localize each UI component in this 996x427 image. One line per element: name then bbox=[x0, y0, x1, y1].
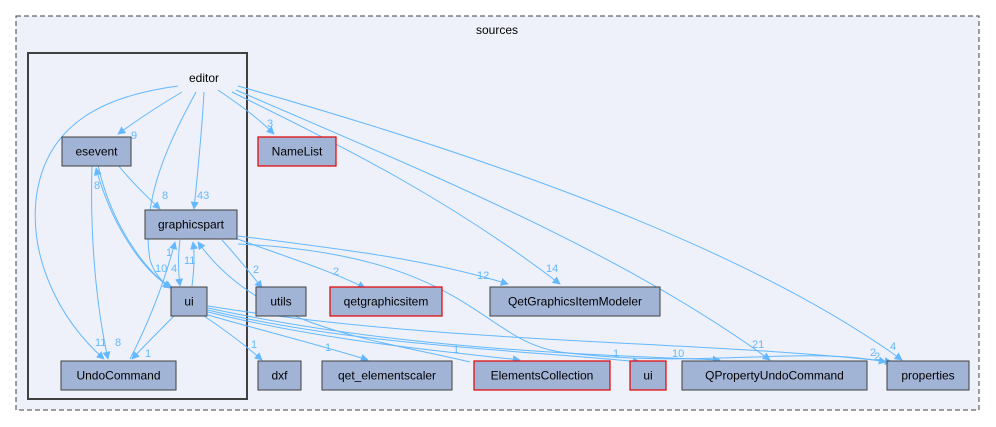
node-dxf-label: dxf bbox=[271, 369, 288, 383]
node-qetgraphicsitem-label: qetgraphicsitem bbox=[344, 295, 429, 309]
edge-graphicspart-ui bbox=[175, 239, 184, 287]
node-qet-elementscaler-label: qet_elementscaler bbox=[338, 369, 436, 383]
node-qetgraphicsitem[interactable]: qetgraphicsitem bbox=[329, 286, 443, 317]
node-dxf[interactable]: dxf bbox=[257, 360, 302, 391]
edge-gp-utils bbox=[221, 239, 263, 289]
edge-ui-undo bbox=[131, 314, 176, 360]
node-graphicspart-label: graphicspart bbox=[158, 218, 225, 232]
edge-undo-graphicspart bbox=[129, 241, 178, 360]
edge-label-editor-ui: 10 bbox=[155, 263, 167, 275]
node-ui-sources[interactable]: ui bbox=[629, 360, 667, 391]
edge-label-graphicspart-ui-b: 4 bbox=[171, 263, 177, 275]
edge-ui-properties bbox=[207, 305, 893, 366]
node-esevent[interactable]: esevent bbox=[61, 136, 132, 167]
edge-ui-qpuc bbox=[207, 307, 721, 364]
edge-ui-uiouter bbox=[207, 309, 641, 366]
node-namelist[interactable]: NameList bbox=[257, 136, 337, 167]
node-undocommand-label: UndoCommand bbox=[76, 369, 160, 383]
edge-label-gp-properties: 2 bbox=[874, 351, 880, 363]
node-elementscollection-label: ElementsCollection bbox=[491, 369, 594, 383]
edge-label-ui-graphicspart: 11 bbox=[184, 255, 195, 267]
edge-label-editor-graphicspart: 43 bbox=[197, 190, 209, 202]
edge-label-editor-undo: 11 bbox=[95, 337, 106, 349]
edges bbox=[34, 85, 903, 366]
node-qetgraphicsitemmodeler-label: QetGraphicsItemModeler bbox=[508, 295, 642, 309]
node-elementscollection[interactable]: ElementsCollection bbox=[473, 360, 611, 391]
edge-label-editor-qpuc: 21 bbox=[752, 339, 764, 351]
node-qpropertyundocommand[interactable]: QPropertyUndoCommand bbox=[681, 360, 868, 391]
edge-label-ui-undo: 1 bbox=[145, 348, 151, 360]
node-qpropertyundocommand-label: QPropertyUndoCommand bbox=[705, 369, 844, 383]
edge-editor-qgim bbox=[231, 91, 561, 285]
edge-editor-properties bbox=[237, 85, 903, 361]
cluster-sources-label[interactable]: sources bbox=[476, 23, 518, 37]
node-ui-sources-label: ui bbox=[643, 369, 652, 383]
node-utils-label: utils bbox=[270, 295, 291, 309]
node-properties-label: properties bbox=[901, 369, 954, 383]
node-qet-elementscaler[interactable]: qet_elementscaler bbox=[321, 360, 453, 391]
edge-label-editor-esevent: 9 bbox=[131, 130, 137, 142]
edge-label-gp-qgim: 12 bbox=[477, 270, 489, 282]
node-qetgraphicsitemmodeler[interactable]: QetGraphicsItemModeler bbox=[489, 286, 661, 317]
edge-gp-qetgi bbox=[234, 237, 366, 289]
edge-editor-graphicspart bbox=[190, 91, 205, 210]
node-utils[interactable]: utils bbox=[255, 286, 307, 317]
edge-label-ui-esevent: 8 bbox=[94, 180, 100, 192]
edge-label-graphicspart-ui-a: 1 bbox=[166, 247, 172, 259]
edge-label-editor-qgim: 14 bbox=[546, 263, 558, 275]
edge-gp-properties bbox=[237, 243, 887, 365]
edge-label-gp-utils: 2 bbox=[253, 264, 259, 276]
node-esevent-label: esevent bbox=[75, 145, 118, 159]
edge-ui-dxf bbox=[203, 315, 263, 361]
edge-label-ui-uiouter: 1 bbox=[613, 348, 619, 360]
edge-esevent-undo bbox=[91, 164, 111, 360]
edge-gp-qgim bbox=[237, 235, 509, 286]
edge-esevent-ui bbox=[97, 164, 171, 289]
edge-label-esevent-graphicspart: 8 bbox=[162, 190, 168, 202]
edge-ui-graphicspart bbox=[190, 241, 199, 287]
edge-label-editor-namelist: 3 bbox=[267, 118, 273, 130]
edge-label-gp-qetgi: 2 bbox=[333, 266, 339, 278]
node-undocommand[interactable]: UndoCommand bbox=[60, 360, 177, 391]
edge-esevent-graphicspart bbox=[117, 164, 161, 210]
edge-ui-elemcoll bbox=[207, 311, 521, 364]
edge-label-editor-properties: 4 bbox=[890, 341, 896, 353]
edge-editor-undo bbox=[34, 85, 179, 360]
cluster-editor-label[interactable]: editor bbox=[189, 71, 219, 85]
edge-label-ui-properties: 2 bbox=[870, 347, 876, 359]
edge-elemcoll-gp bbox=[197, 241, 471, 363]
edge-ui-qes bbox=[207, 314, 369, 362]
edge-editor-esevent bbox=[117, 91, 183, 135]
node-ui-editor-label: ui bbox=[184, 295, 193, 309]
edge-labels: 9 3 43 8 8 8 10 11 1 4 14 12 2 2 11 1 1 … bbox=[94, 118, 896, 363]
edge-label-ui-qpuc: 10 bbox=[672, 348, 684, 360]
edge-label-ui-qes: 1 bbox=[325, 342, 331, 354]
edge-label-ui-elemcoll: 1 bbox=[453, 344, 459, 356]
edge-editor-namelist bbox=[217, 89, 275, 135]
edge-editor-qpuc bbox=[235, 89, 771, 361]
node-ui-editor[interactable]: ui bbox=[170, 286, 208, 317]
nodes: esevent graphicspart ui UndoCommand Name… bbox=[60, 136, 970, 391]
node-namelist-label: NameList bbox=[272, 145, 323, 159]
edge-label-ui-dxf: 1 bbox=[251, 339, 257, 351]
edge-label-esevent-undo: 8 bbox=[115, 337, 121, 349]
node-properties[interactable]: properties bbox=[886, 360, 970, 391]
node-graphicspart[interactable]: graphicspart bbox=[144, 209, 238, 240]
